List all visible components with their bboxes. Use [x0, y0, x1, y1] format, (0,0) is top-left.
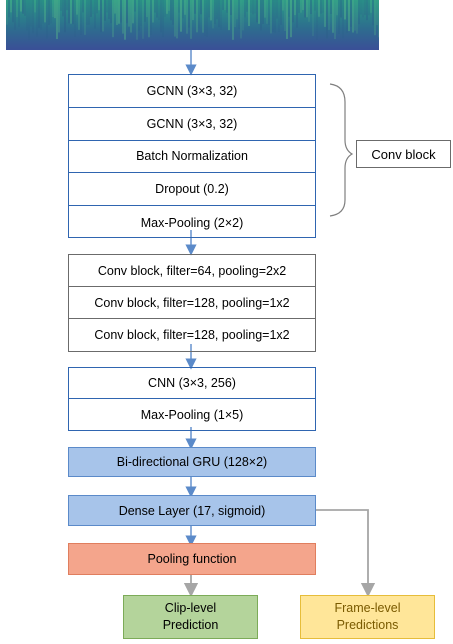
arrow-dense-to-frame [312, 509, 376, 598]
clip-line-1: Clip-level [164, 601, 217, 615]
frame-level-predictions: Frame-level Predictions [300, 595, 435, 639]
frame-line-2: Predictions [336, 618, 399, 632]
conv-block-label: Conv block [356, 140, 451, 168]
cnn-stack: CNN (3×3, 256) Max-Pooling (1×5) [68, 367, 316, 431]
spectrogram-icon [6, 0, 379, 50]
layer-cnn: CNN (3×3, 256) [69, 368, 315, 399]
conv-block-1: Conv block, filter=64, pooling=2x2 [69, 255, 315, 287]
gru-layer: Bi-directional GRU (128×2) [68, 447, 316, 477]
conv-blocks-stack: Conv block, filter=64, pooling=2x2 Conv … [68, 254, 316, 352]
pooling-function: Pooling function [68, 543, 316, 575]
layer-max-pooling: Max-Pooling (2×2) [140, 215, 244, 230]
dense-layer: Dense Layer (17, sigmoid) [68, 495, 316, 526]
layer-max-pooling-cnn: Max-Pooling (1×5) [140, 407, 244, 422]
layer-dropout: Dropout (0.2) [69, 173, 315, 207]
layer-batch-norm: Batch Normalization [69, 141, 315, 174]
layer-gcnn-1: GCNN (3×3, 32) [69, 75, 315, 108]
brace-icon [329, 83, 354, 217]
conv-block-detail: GCNN (3×3, 32) GCNN (3×3, 32) Batch Norm… [68, 74, 316, 238]
clip-line-2: Prediction [162, 618, 219, 632]
clip-level-prediction: Clip-level Prediction [123, 595, 258, 639]
conv-block-2: Conv block, filter=128, pooling=1x2 [69, 287, 315, 319]
conv-block-3: Conv block, filter=128, pooling=1x2 [94, 328, 290, 342]
layer-gcnn-2: GCNN (3×3, 32) [69, 108, 315, 141]
spectrogram-image [6, 0, 379, 50]
frame-line-1: Frame-level [334, 601, 401, 615]
